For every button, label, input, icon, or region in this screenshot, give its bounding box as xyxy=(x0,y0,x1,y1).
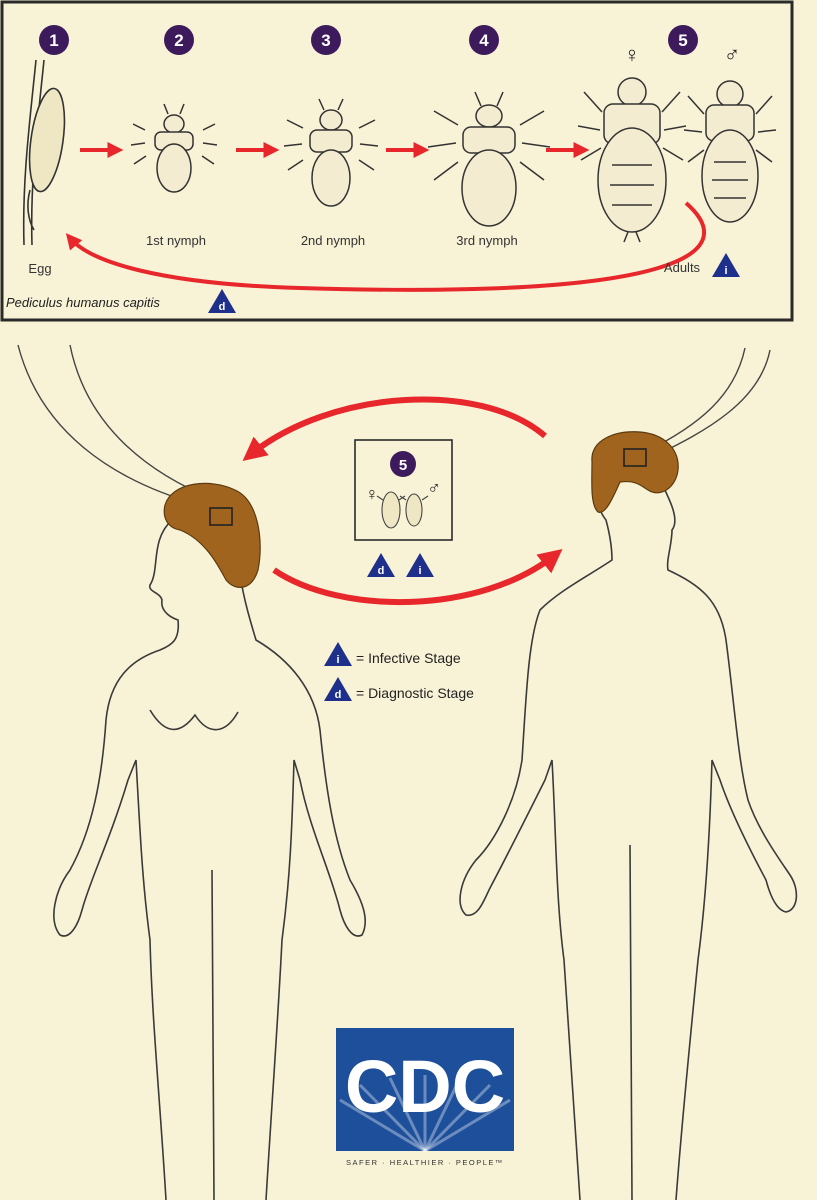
nymph-1-illustration xyxy=(130,103,218,193)
transmission-arrow-to-male xyxy=(272,549,563,606)
egg-illustration xyxy=(22,59,66,246)
svg-text:d: d xyxy=(219,301,226,313)
adults-label: Adults xyxy=(664,260,701,275)
egg-label: Egg xyxy=(28,261,51,276)
adult-female-illustration xyxy=(577,77,687,243)
cdc-logo: CDC SAFER · HEALTHIER · PEOPLE™ xyxy=(336,1028,514,1167)
svg-text:3: 3 xyxy=(321,31,330,50)
stage-badge-4: 4 xyxy=(469,25,499,55)
legend-infective-text: = Infective Stage xyxy=(356,650,461,666)
female-symbol: ♀ xyxy=(624,42,641,67)
svg-text:d: d xyxy=(335,689,342,701)
cdc-logo-tagline: SAFER · HEALTHIER · PEOPLE™ xyxy=(346,1158,504,1167)
inset-lice-illustration xyxy=(376,491,429,529)
species-name: Pediculus humanus capitis xyxy=(6,295,160,310)
legend-infective-marker: i xyxy=(324,642,352,666)
inset-diagnostic-marker: d xyxy=(367,553,395,577)
inset-male-symbol: ♂ xyxy=(427,478,441,498)
svg-text:4: 4 xyxy=(479,31,489,50)
stage-badge-5: 5 xyxy=(668,25,698,55)
female-scalp-inset-box xyxy=(209,507,233,526)
inset-stage-number: 5 xyxy=(399,457,407,474)
male-figure xyxy=(459,469,798,1200)
stage-badge-3: 3 xyxy=(311,25,341,55)
return-arrow-adults-to-egg xyxy=(65,201,707,292)
male-symbol: ♂ xyxy=(724,42,741,67)
inset-infective-marker: i xyxy=(406,553,434,577)
svg-text:d: d xyxy=(378,565,385,577)
svg-text:1: 1 xyxy=(49,31,58,50)
stage-badge-2: 2 xyxy=(164,25,194,55)
male-hair xyxy=(591,431,679,513)
svg-text:i: i xyxy=(336,654,339,666)
female-hair xyxy=(163,482,261,588)
transmission-arrow-to-female xyxy=(242,396,547,462)
stage-badge-1: 1 xyxy=(39,25,69,55)
hair-strands-left xyxy=(17,344,216,506)
nymph-2-illustration xyxy=(283,98,379,207)
legend: i = Infective Stage d = Diagnostic Stage xyxy=(324,642,474,701)
transmission-inset: 5 ♀ ♂ d i xyxy=(354,439,453,577)
nymph-3-label: 3rd nymph xyxy=(456,233,517,248)
male-scalp-inset-box xyxy=(623,448,647,467)
adults-infective-marker: i xyxy=(712,253,740,277)
svg-text:i: i xyxy=(724,265,727,277)
legend-diagnostic-marker: d xyxy=(324,677,352,701)
nymph-3-illustration xyxy=(427,91,551,227)
svg-text:i: i xyxy=(418,565,421,577)
life-cycle-panel: 1 2 3 4 5 ♀ ♂ Egg xyxy=(0,0,794,322)
nymph-1-label: 1st nymph xyxy=(146,233,206,248)
adult-male-illustration xyxy=(683,80,777,223)
female-figure xyxy=(53,519,366,1200)
legend-diagnostic-text: = Diagnostic Stage xyxy=(356,685,474,701)
svg-text:2: 2 xyxy=(174,31,183,50)
cdc-logo-text: CDC xyxy=(345,1045,505,1128)
nymph-2-label: 2nd nymph xyxy=(301,233,365,248)
svg-text:5: 5 xyxy=(678,31,687,50)
cdc-logo-background xyxy=(336,1028,514,1151)
inset-female-symbol: ♀ xyxy=(365,484,379,504)
inset-stage-badge xyxy=(390,451,416,477)
cdc-logo-rays xyxy=(339,1075,511,1153)
species-diagnostic-marker: d xyxy=(208,289,236,313)
